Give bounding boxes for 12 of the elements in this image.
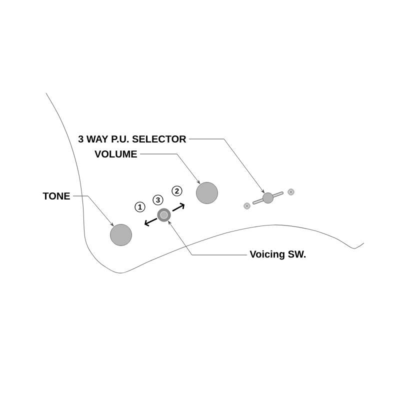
- leader-line: [140, 154, 200, 184]
- callout-label: Voicing SW.: [250, 250, 306, 260]
- leader-line: [188, 138, 265, 194]
- knob: [110, 224, 132, 246]
- knob: [196, 182, 218, 204]
- callout-label: VOLUME: [94, 150, 137, 158]
- toggle-switch: [244, 188, 294, 210]
- mini-switch: [157, 208, 171, 222]
- leader-line: [72, 196, 114, 226]
- callout-label: 3 WAY P.U. SELECTOR: [78, 135, 186, 143]
- callout-label: TONE: [42, 192, 70, 200]
- leader-line: [168, 220, 248, 256]
